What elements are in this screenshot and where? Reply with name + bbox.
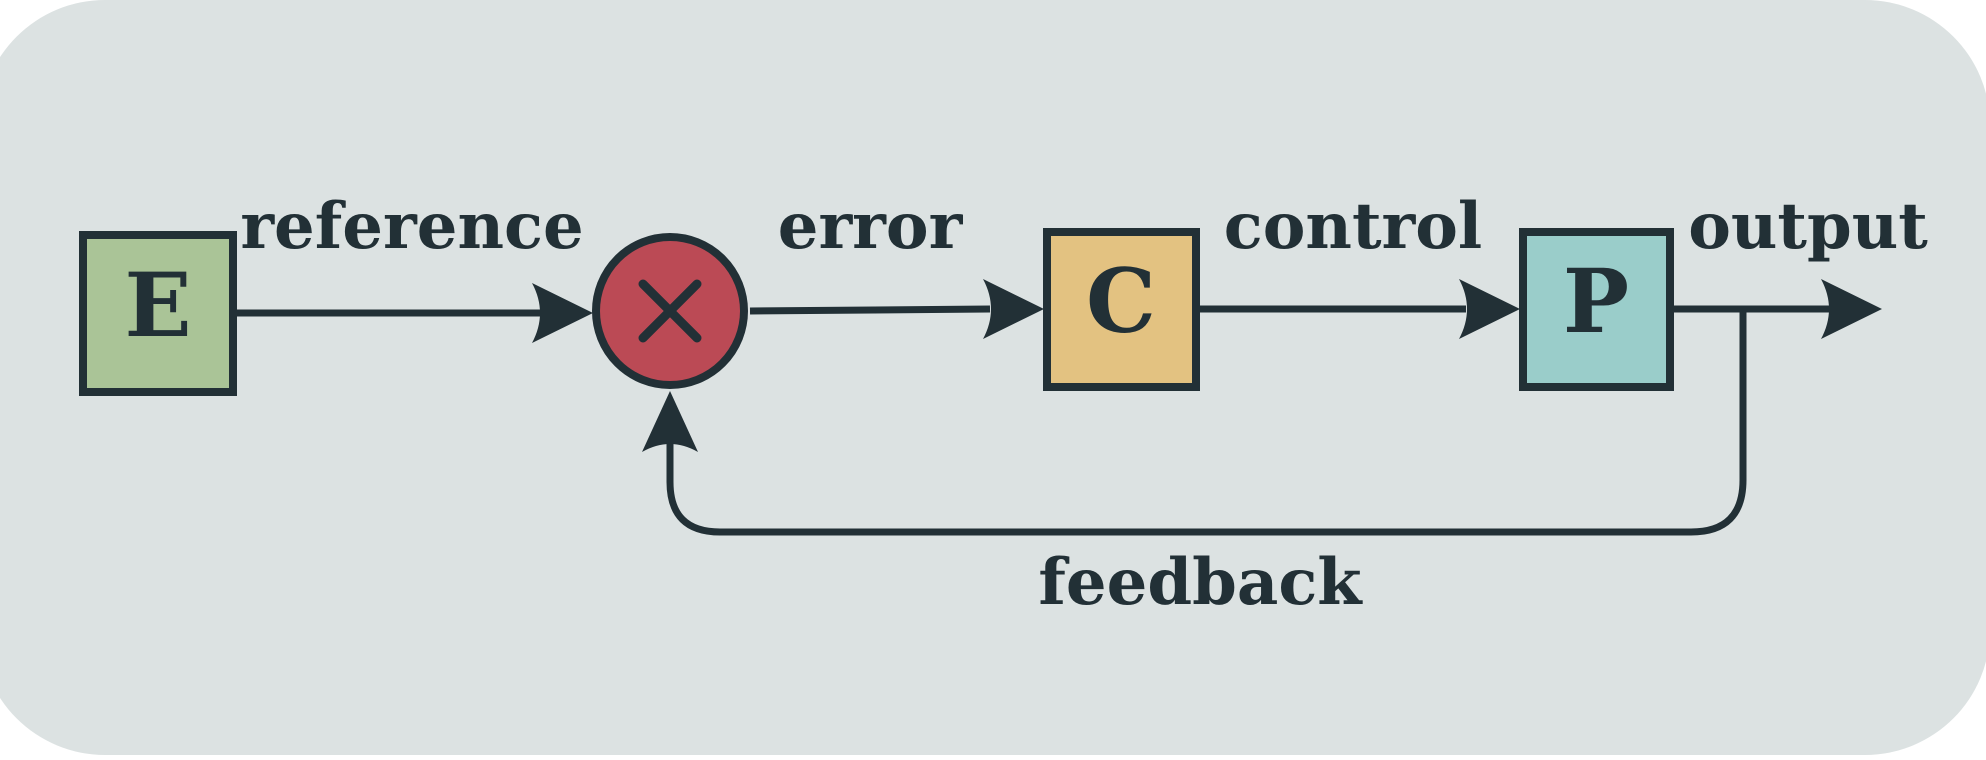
summing-junction [592, 233, 748, 389]
error-arrowhead [983, 279, 1044, 339]
p-block: P [1519, 228, 1674, 391]
error-label: error [778, 189, 964, 264]
e-block: E [79, 231, 237, 396]
feedback-edge [666, 309, 1747, 536]
control-label: control [1224, 189, 1482, 264]
p-block-box [1519, 228, 1674, 391]
reference-label: reference [240, 189, 583, 264]
reference-arrowhead [532, 283, 593, 343]
e-block-box [79, 231, 237, 396]
multiply-icon [638, 279, 702, 343]
c-block-box [1043, 228, 1200, 391]
e-block-label: E [124, 253, 191, 357]
feedback-label: feedback [1038, 545, 1363, 620]
output-label: output [1688, 189, 1928, 264]
error-edge [749, 305, 991, 315]
c-block: C [1043, 228, 1200, 391]
output-arrowhead [1821, 279, 1882, 339]
p-block-label: P [1563, 249, 1629, 353]
control-arrowhead [1459, 279, 1520, 339]
feedback-arrowhead [642, 391, 698, 452]
c-block-label: C [1086, 249, 1156, 353]
